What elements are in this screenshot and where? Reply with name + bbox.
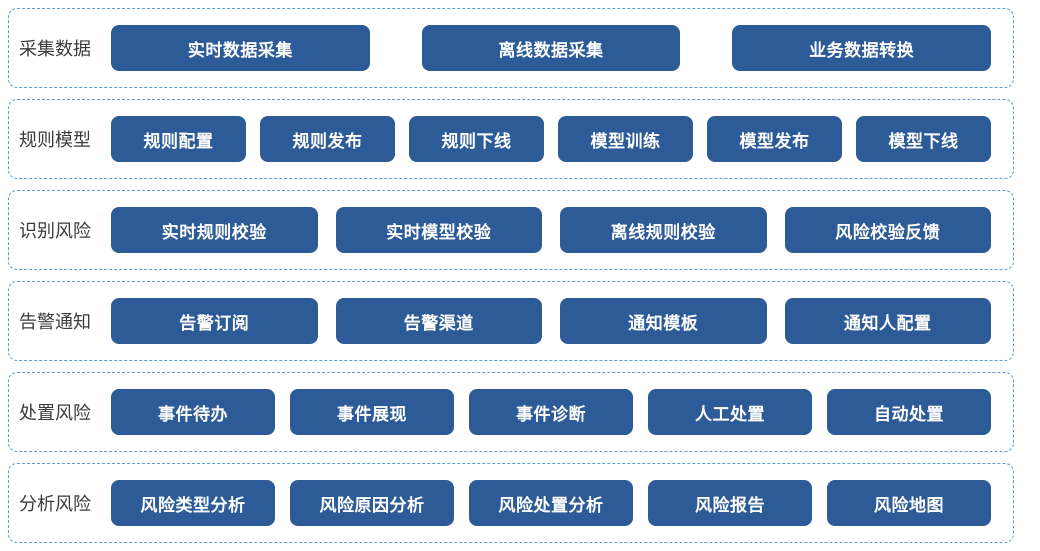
capability-button[interactable]: 规则下线: [409, 116, 544, 162]
capability-button[interactable]: 人工处置: [648, 389, 812, 435]
stage-row-4: 告警通知告警订阅告警渠道通知模板通知人配置: [8, 281, 1014, 361]
capability-button[interactable]: 告警订阅: [111, 298, 318, 344]
capability-button[interactable]: 规则发布: [260, 116, 395, 162]
stage-label: 识别风险: [19, 221, 91, 241]
stage-label: 处置风险: [19, 403, 91, 423]
stage-row-5: 处置风险事件待办事件展现事件诊断人工处置自动处置: [8, 372, 1014, 452]
capability-button[interactable]: 模型下线: [856, 116, 991, 162]
stage-row-6: 分析风险风险类型分析风险原因分析风险处置分析风险报告风险地图: [8, 463, 1014, 543]
stage-label: 分析风险: [19, 494, 91, 514]
capability-button[interactable]: 风险原因分析: [290, 480, 454, 526]
capability-button[interactable]: 风险类型分析: [111, 480, 275, 526]
stage-row-2: 规则模型规则配置规则发布规则下线模型训练模型发布模型下线: [8, 99, 1014, 179]
capability-button[interactable]: 风险校验反馈: [784, 207, 991, 253]
capability-button-group: 实时数据采集 离线数据采集 业务数据转换: [111, 25, 992, 71]
capability-button[interactable]: 风险地图: [827, 480, 991, 526]
capability-button[interactable]: 业务数据转换: [732, 25, 992, 71]
capability-button[interactable]: 通知模板: [560, 298, 767, 344]
capability-button[interactable]: 模型发布: [707, 116, 842, 162]
capability-button[interactable]: 离线数据采集: [421, 25, 681, 71]
capability-button-group: 实时规则校验实时模型校验离线规则校验风险校验反馈: [111, 207, 991, 253]
stage-label: 采集数据: [19, 39, 91, 59]
capability-button[interactable]: 实时模型校验: [335, 207, 542, 253]
capability-button[interactable]: 通知人配置: [784, 298, 991, 344]
capability-button-group: 事件待办事件展现事件诊断人工处置自动处置: [111, 389, 991, 435]
capability-button[interactable]: 实时规则校验: [111, 207, 318, 253]
stage-row-3: 识别风险实时规则校验实时模型校验离线规则校验风险校验反馈: [8, 190, 1014, 270]
capability-button[interactable]: 离线规则校验: [560, 207, 767, 253]
capability-button[interactable]: 告警渠道: [335, 298, 542, 344]
capability-button[interactable]: 模型训练: [558, 116, 693, 162]
capability-button-group: 告警订阅告警渠道通知模板通知人配置: [111, 298, 991, 344]
capability-button[interactable]: 实时数据采集: [111, 25, 370, 71]
capability-button[interactable]: 规则配置: [111, 116, 246, 162]
stage-row-1: 采集数据实时数据采集 离线数据采集 业务数据转换: [8, 8, 1014, 88]
capability-button[interactable]: 事件待办: [111, 389, 275, 435]
capability-button[interactable]: 风险报告: [648, 480, 812, 526]
capability-button-group: 规则配置规则发布规则下线模型训练模型发布模型下线: [111, 116, 991, 162]
stage-label: 告警通知: [19, 312, 91, 332]
capability-button-group: 风险类型分析风险原因分析风险处置分析风险报告风险地图: [111, 480, 991, 526]
capability-button[interactable]: 事件展现: [290, 389, 454, 435]
capability-button[interactable]: 自动处置: [827, 389, 991, 435]
stage-label: 规则模型: [19, 130, 91, 150]
capability-button[interactable]: 事件诊断: [469, 389, 633, 435]
capability-button[interactable]: 风险处置分析: [469, 480, 633, 526]
